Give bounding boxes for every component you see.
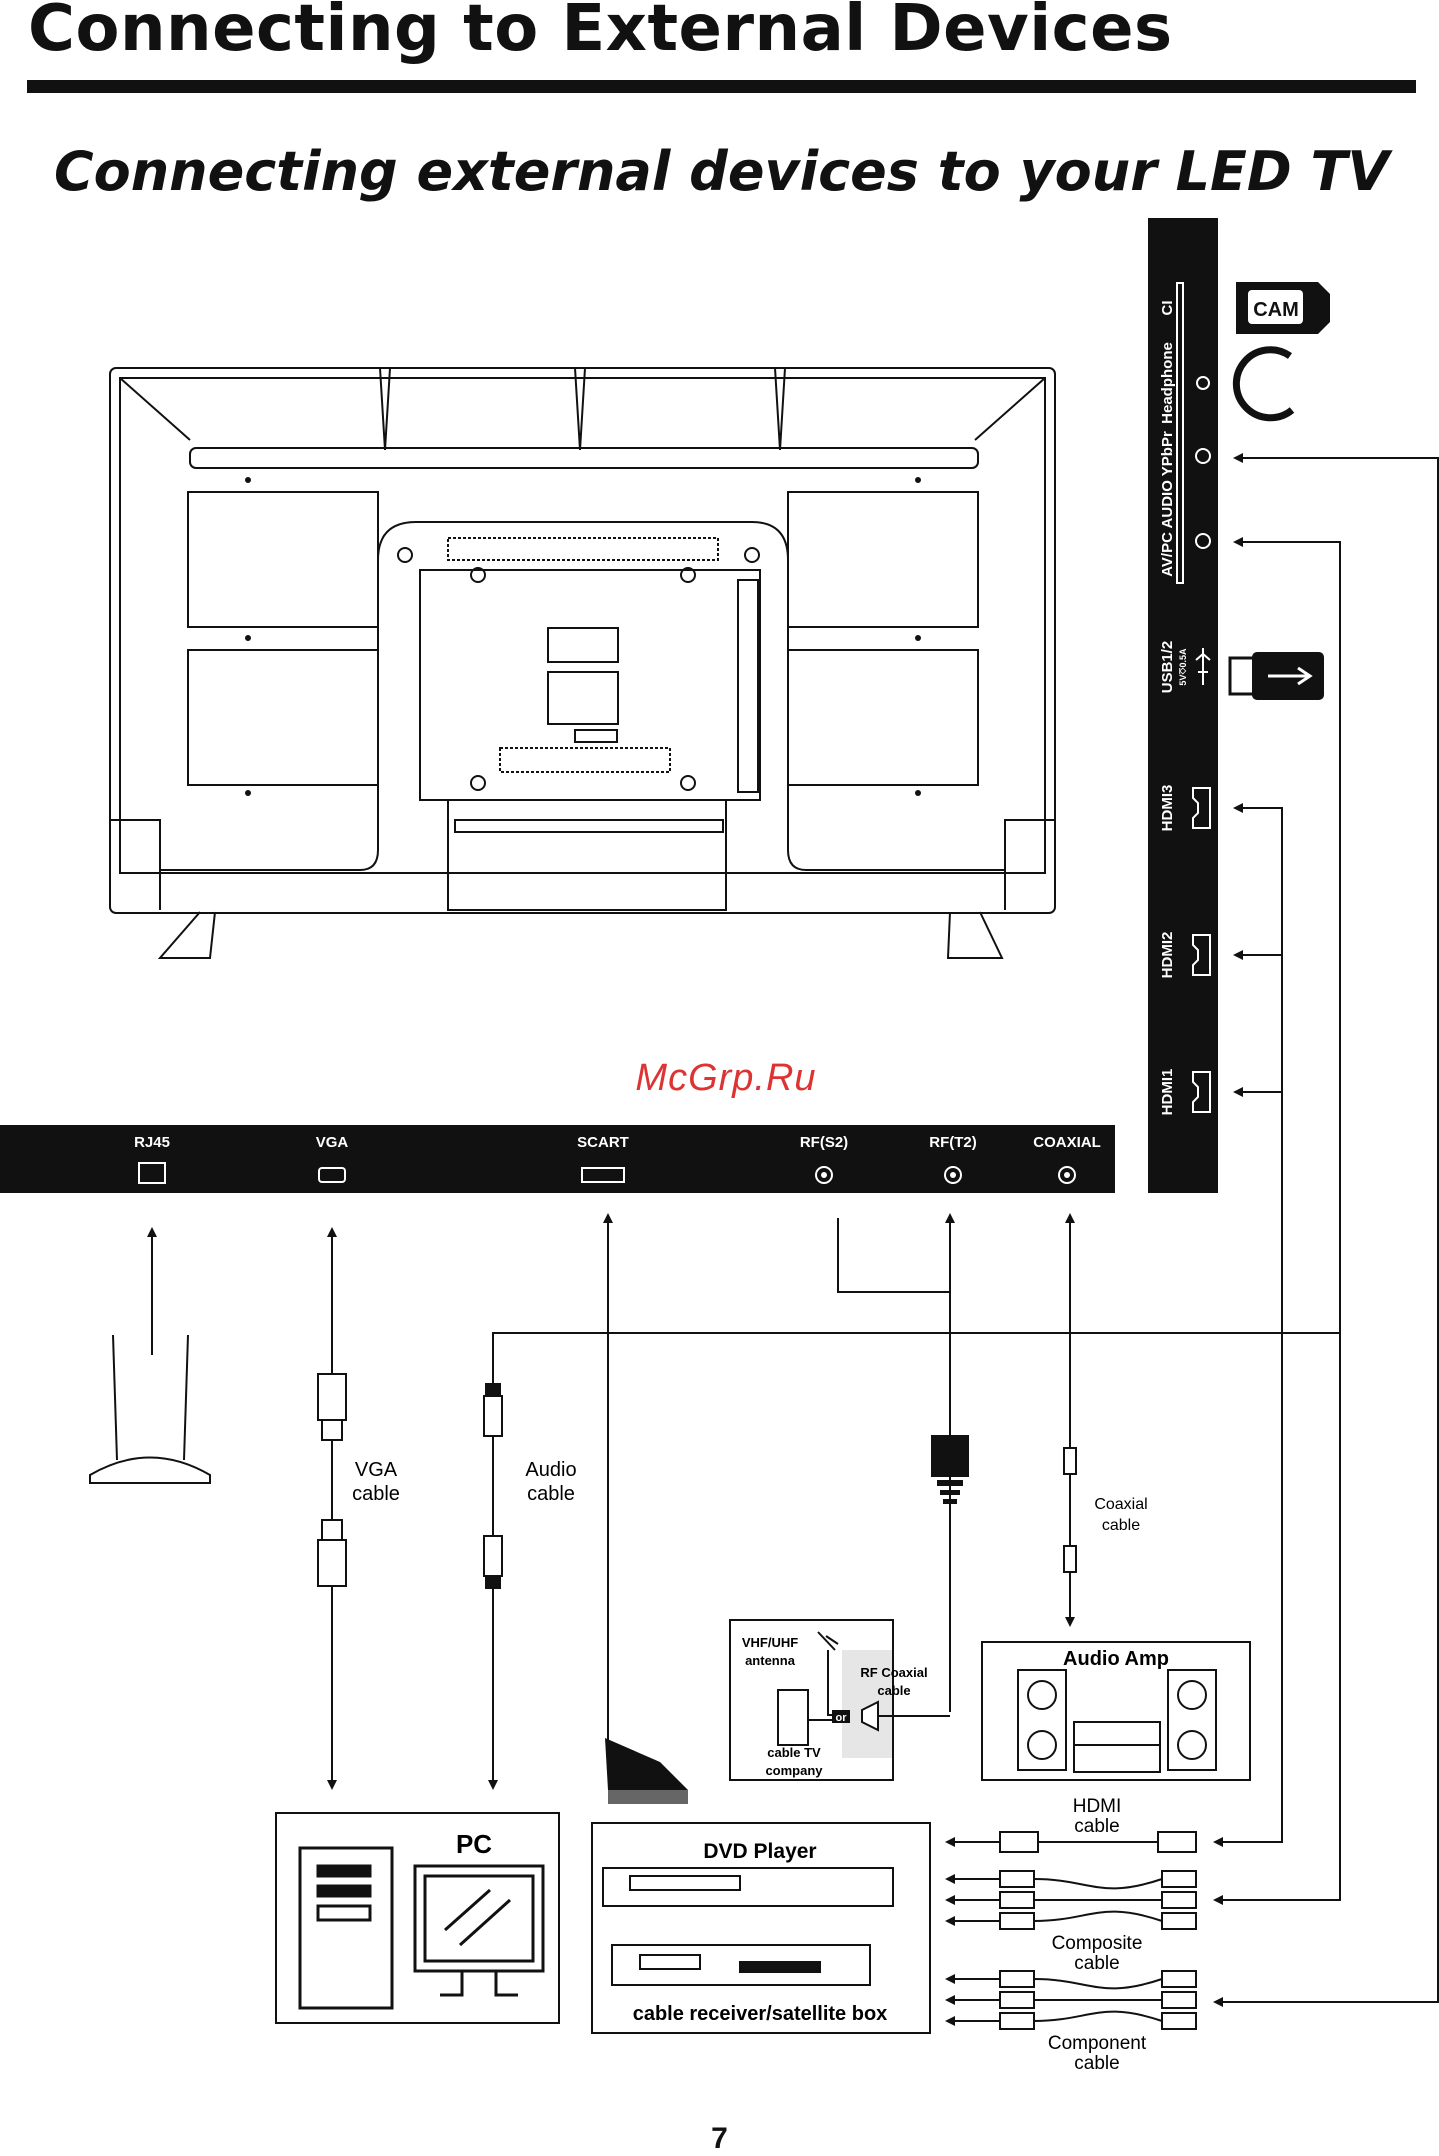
composite-cable-label-1: Composite — [1052, 1933, 1143, 1954]
port-label-hdmi1: HDMI1 — [1159, 1069, 1176, 1116]
hdmi2-port-icon — [1192, 934, 1211, 976]
port-label-vga: VGA — [316, 1134, 349, 1151]
cam-label: CAM — [1253, 299, 1299, 321]
tv-back — [109, 367, 1056, 959]
component-cable-label-2: cable — [1074, 2053, 1119, 2074]
pc-device: PC — [275, 1812, 560, 2024]
hdmi-cable-label-2: cable — [1074, 1816, 1119, 1837]
bottom-port-panel — [0, 1125, 1115, 1193]
antenna-label-2: antenna — [745, 1653, 796, 1668]
component-cable-label-1: Component — [1048, 2033, 1147, 2054]
cam-card-icon: CAM — [1236, 282, 1330, 334]
dvd-receiver-device: DVD Player cable receiver/satellite box — [591, 1822, 931, 2034]
coaxial-cable — [1063, 1447, 1077, 1573]
rf-coaxial-highlight — [842, 1650, 892, 1758]
rf-plug-icon — [861, 1700, 950, 1732]
scart-plug — [605, 1738, 688, 1804]
port-label-coaxial: COAXIAL — [1033, 1134, 1101, 1151]
rj45-port-icon — [138, 1162, 166, 1184]
port-label-scart: SCART — [577, 1134, 629, 1151]
router-icon — [89, 1334, 211, 1484]
ci-slot-icon — [1176, 282, 1184, 584]
rf-coaxial-label-2: cable — [877, 1683, 910, 1698]
cable-tv-label-2: company — [765, 1763, 823, 1778]
port-label-usb: USB1/2 — [1159, 641, 1176, 694]
or-badge — [832, 1710, 850, 1723]
rf-t2-port-icon — [944, 1166, 962, 1184]
scart-port-icon — [581, 1167, 625, 1183]
antenna-label-1: VHF/UHF — [742, 1635, 798, 1650]
pc-label: PC — [456, 1829, 492, 1859]
composite-cable-label-2: cable — [1074, 1953, 1119, 1974]
coaxial-port-icon — [1058, 1166, 1076, 1184]
av-audio-port-icon — [1195, 448, 1211, 464]
rf-coaxial-label-1: RF Coaxial — [860, 1665, 927, 1680]
audio-cable — [483, 1383, 503, 1589]
headphones-icon — [1232, 346, 1295, 422]
port-label-hdmi2: HDMI2 — [1159, 932, 1176, 979]
coaxial-cable-label-1: Coaxial — [1094, 1496, 1147, 1513]
vga-cable — [317, 1373, 347, 1587]
composite-cable — [945, 1870, 1197, 1930]
port-label-rj45: RJ45 — [134, 1134, 170, 1151]
hdmi-cable-label-1: HDMI — [1073, 1796, 1122, 1817]
rf-s2-port-icon — [815, 1166, 833, 1184]
port-label-headphone: Headphone — [1159, 342, 1176, 424]
hdmi3-port-icon — [1192, 787, 1211, 829]
receiver-label: cable receiver/satellite box — [633, 2003, 888, 2025]
port-label-rf-t2: RF(T2) — [929, 1134, 977, 1151]
or-label: or — [836, 1712, 848, 1724]
coaxial-cable-label-2: cable — [1102, 1517, 1140, 1534]
page-number: 7 — [711, 2122, 728, 2155]
hdmi1-port-icon — [1192, 1071, 1211, 1113]
audio-cable-label-1: Audio — [525, 1459, 576, 1481]
audio-amp-device: Audio Amp — [981, 1641, 1251, 1781]
audio-amp-label: Audio Amp — [1063, 1648, 1169, 1670]
usb-power-rating: 5V⎏0.5A — [1178, 648, 1188, 686]
component-cable — [945, 1970, 1197, 2030]
watermark: McGrp.Ru — [635, 1057, 816, 1099]
audio-cable-label-2: cable — [527, 1483, 575, 1505]
dvd-player-label: DVD Player — [703, 1840, 816, 1863]
hdmi-cable — [945, 1831, 1197, 1853]
tv-screws — [245, 477, 921, 796]
port-label-hdmi3: HDMI3 — [1159, 785, 1176, 832]
vga-port-icon — [318, 1167, 346, 1183]
usb-port-icon — [1195, 648, 1211, 685]
vga-cable-label-2: cable — [352, 1483, 400, 1505]
port-label-rf-s2: RF(S2) — [800, 1134, 848, 1151]
cable-tv-label-1: cable TV — [767, 1745, 821, 1760]
title-rule — [27, 80, 1416, 93]
headphone-jack-icon — [1196, 376, 1210, 390]
rf-connector — [931, 1435, 969, 1504]
vga-cable-label-1: VGA — [355, 1459, 398, 1481]
page-title: Connecting to External Devices — [28, 0, 1173, 66]
usb-stick-icon — [1228, 652, 1324, 700]
port-label-ci: CI — [1159, 301, 1176, 316]
page-subtitle: Connecting external devices to your LED … — [54, 140, 1390, 203]
port-label-av-pc-audio: AV/PC AUDIO YPbPr — [1159, 431, 1176, 577]
ypbpr-port-icon — [1195, 533, 1211, 549]
